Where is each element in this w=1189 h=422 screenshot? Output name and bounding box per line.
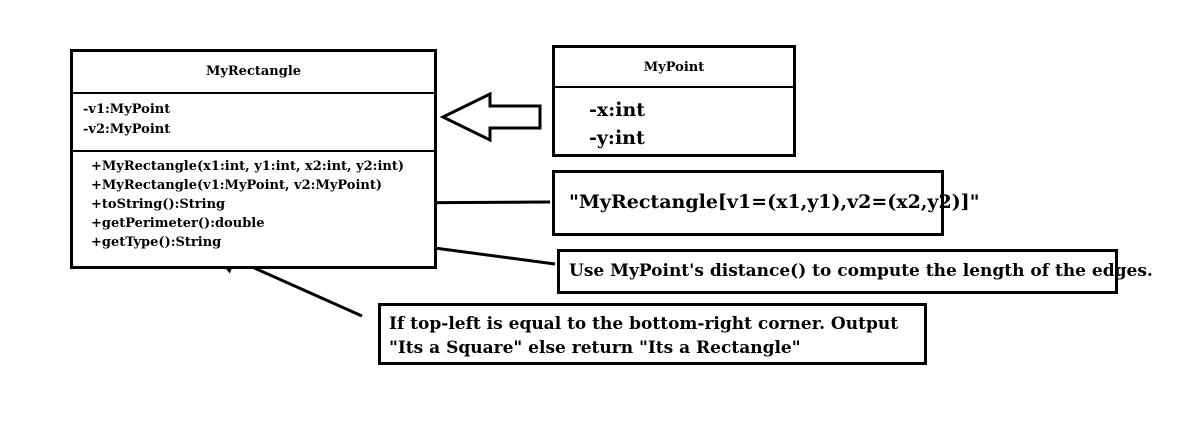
attribute-v2: -v2:MyPoint <box>83 122 171 137</box>
mypoint-attributes: -x:int -y:int <box>555 88 793 152</box>
attribute-v1: -v1:MyPoint <box>83 102 171 117</box>
myrectangle-class-box: MyRectangle -v1:MyPoint -v2:MyPoint +MyR… <box>70 49 437 269</box>
tostring-note: "MyRectangle[v1=(x1,y1),v2=(x2,y2)]" <box>552 170 980 236</box>
method-constructor-points: +MyRectangle(v1:MyPoint, v2:MyPoint) <box>91 178 383 193</box>
myrectangle-methods: +MyRectangle(x1:int, y1:int, x2:int, y2:… <box>73 152 434 252</box>
myrectangle-class-name: MyRectangle <box>73 52 434 94</box>
getperimeter-note: Use MyPoint's distance() to compute the … <box>557 249 1153 294</box>
attribute-x: -x:int <box>589 99 646 121</box>
composition-arrow <box>439 91 542 143</box>
method-gettype: +getType():String <box>91 235 222 250</box>
method-tostring: +toString():String <box>91 197 226 212</box>
mypoint-class-box: MyPoint -x:int -y:int <box>552 45 796 157</box>
attribute-y: -y:int <box>589 127 645 149</box>
method-constructor-ints: +MyRectangle(x1:int, y1:int, x2:int, y2:… <box>91 159 405 174</box>
method-getperimeter: +getPerimeter():double <box>91 216 265 231</box>
gettype-note: If top-left is equal to the bottom-right… <box>378 303 927 365</box>
myrectangle-attributes: -v1:MyPoint -v2:MyPoint <box>73 94 434 152</box>
mypoint-class-name: MyPoint <box>555 48 793 88</box>
